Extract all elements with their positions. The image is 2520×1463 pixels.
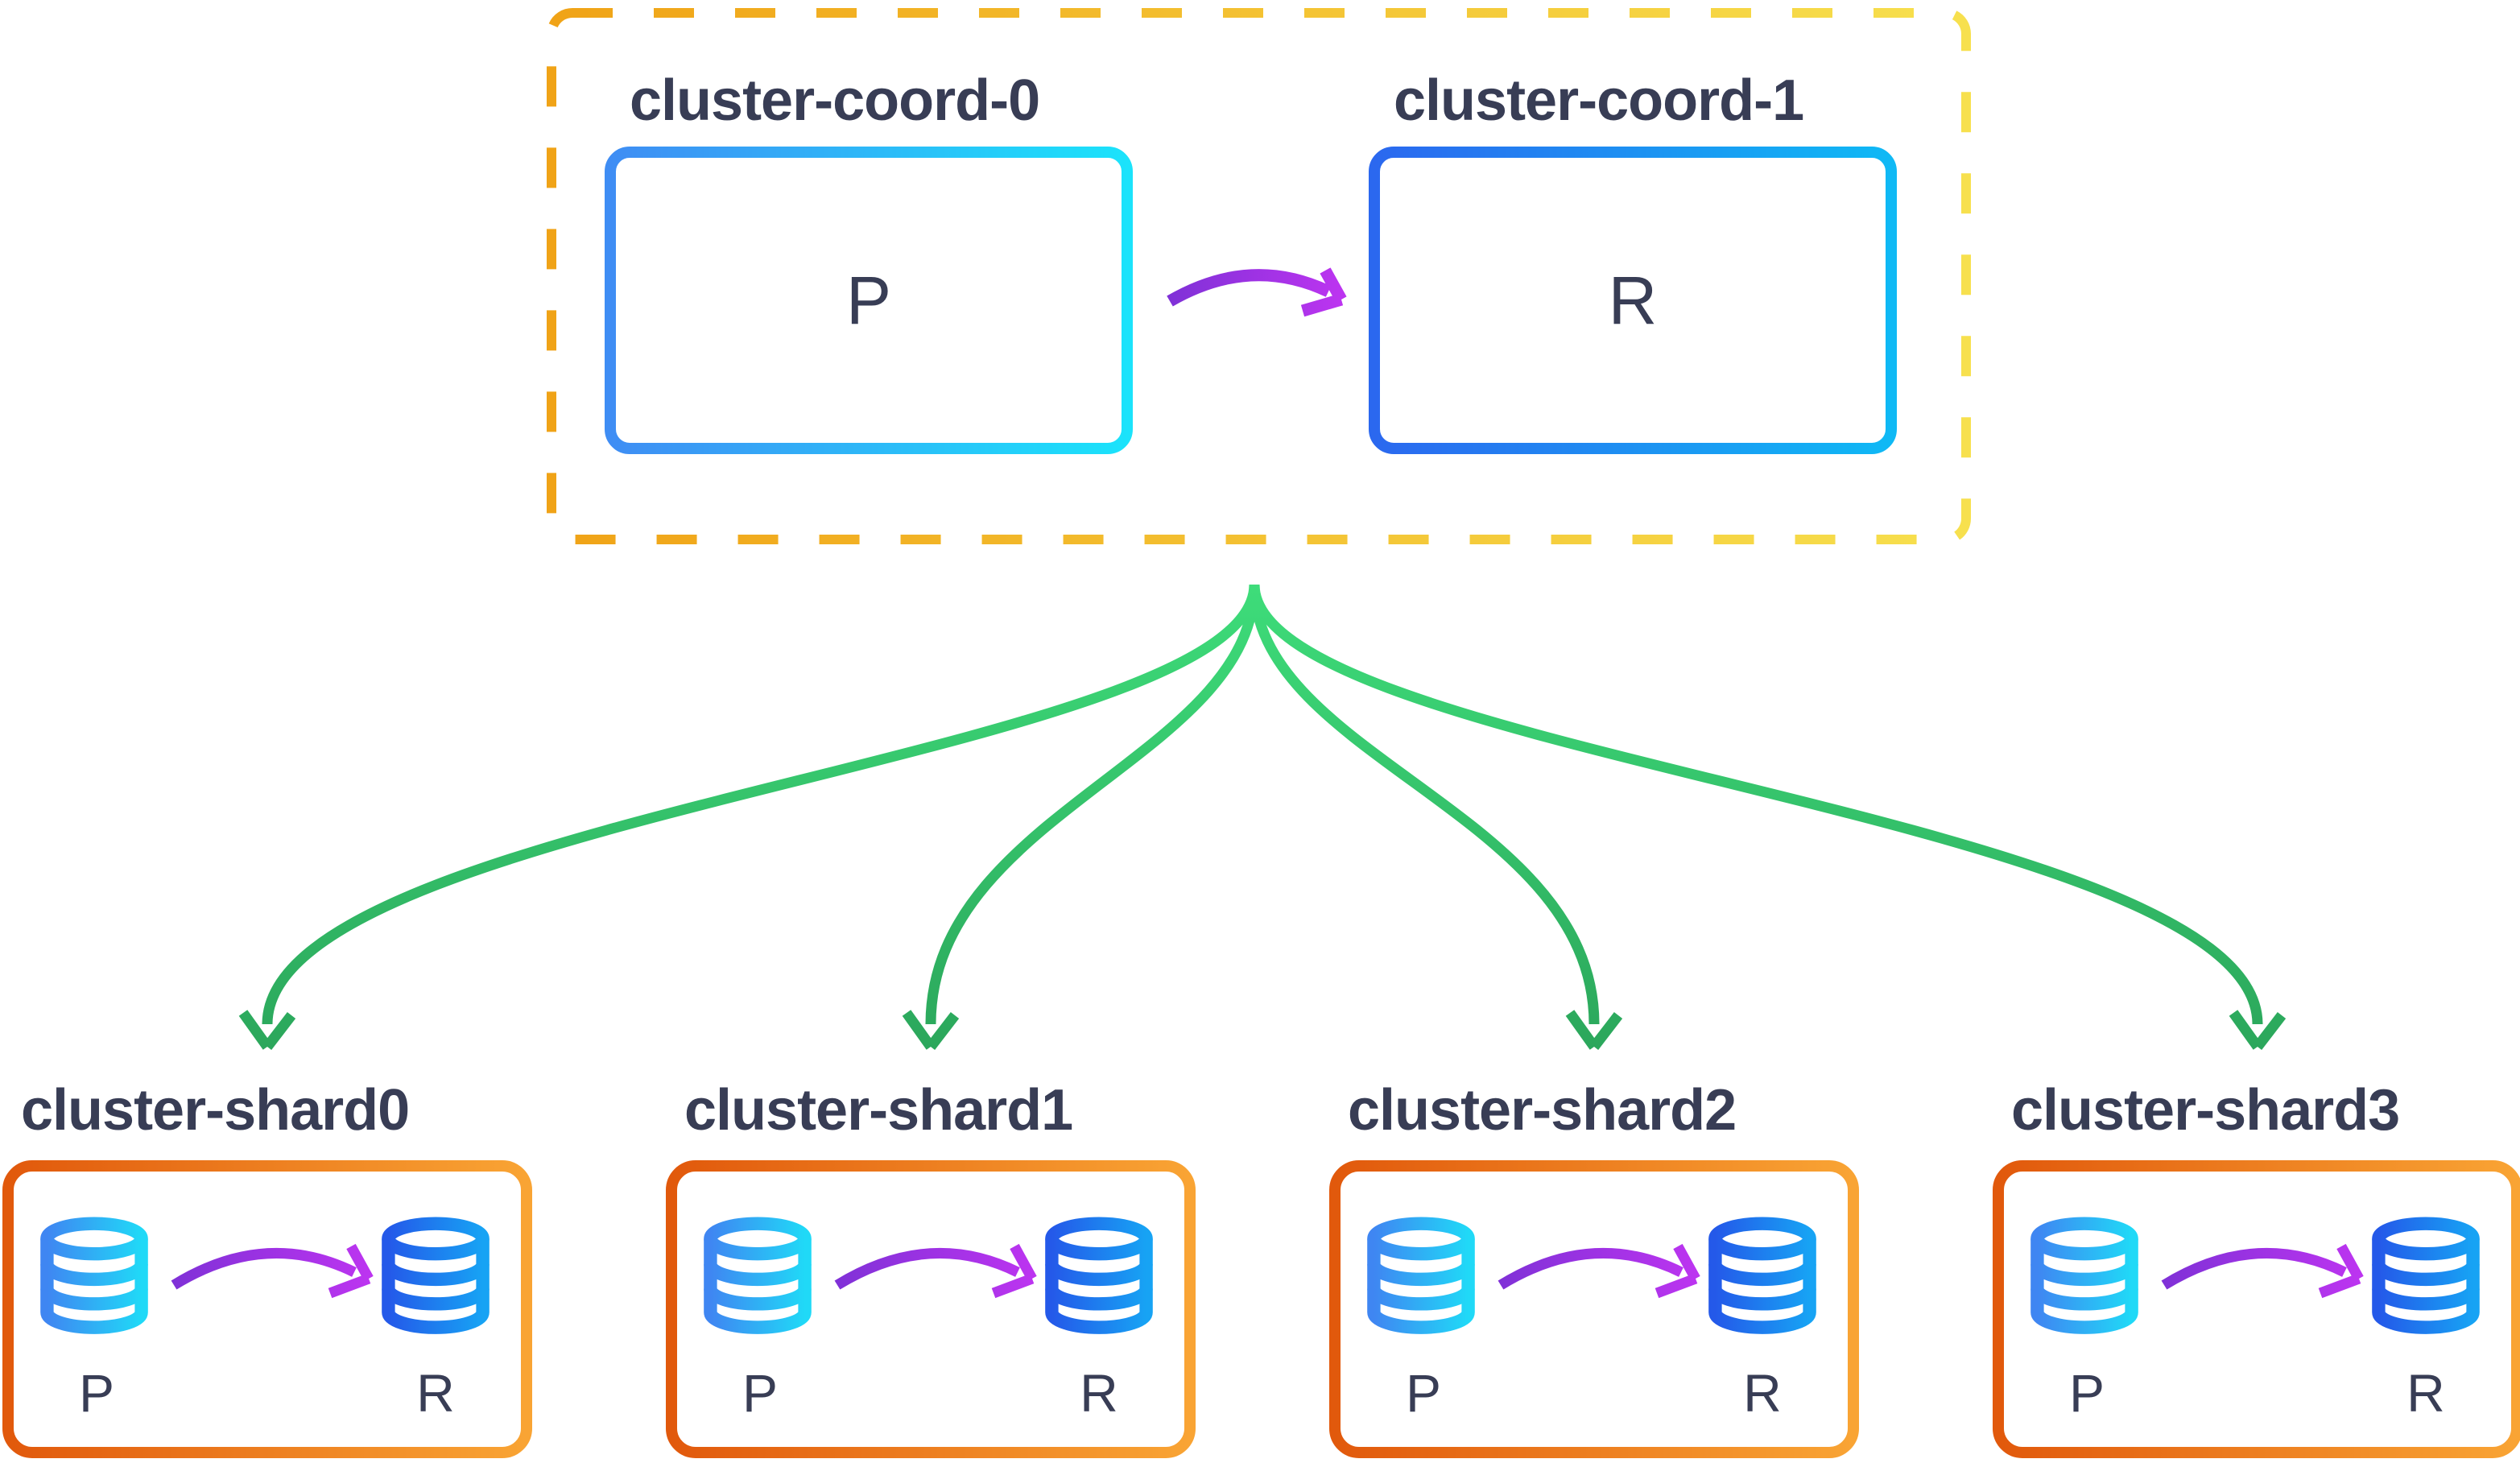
shard0-title: cluster-shard0 [21,1078,410,1143]
coordinator-group-border [547,8,1971,544]
fanout-arrow-shard3 [1249,584,2287,1050]
shard2-title: cluster-shard2 [1348,1078,1737,1143]
shard1-title: cluster-shard1 [684,1078,1073,1143]
coord-replica-box [1369,147,1897,454]
shard3-replica-letter: R [2406,1363,2445,1423]
shard1-primary-letter: P [742,1363,779,1423]
shard3-primary-letter: P [2068,1363,2105,1423]
coord-replica-title: cluster-coord-1 [1394,68,1804,133]
coord-primary-title: cluster-coord-0 [630,68,1040,133]
coord-primary-box [605,147,1133,454]
shard2-replica-letter: R [1743,1363,1782,1423]
shard0-replica-letter: R [416,1363,455,1423]
coord-primary-letter: P [845,262,892,338]
fanout-arrow-shard1 [902,584,1260,1050]
shard3-title: cluster-shard3 [2011,1078,2400,1143]
coord-replica-letter: R [1608,262,1658,338]
shard0-primary-letter: P [78,1363,115,1423]
replication-arrow-icon [1167,267,1347,317]
shard1-replica-letter: R [1080,1363,1118,1423]
fanout-arrow-shard2 [1249,584,1623,1050]
shard2-primary-letter: P [1405,1363,1442,1423]
fanout-arrow-shard0 [238,584,1260,1050]
